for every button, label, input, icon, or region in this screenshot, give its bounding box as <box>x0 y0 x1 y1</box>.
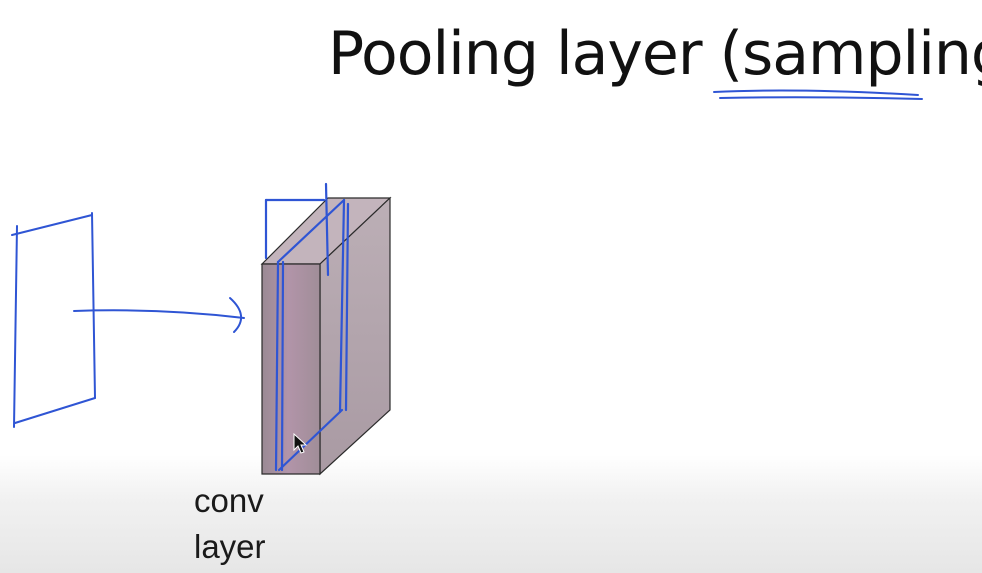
input-map-top-edge <box>11 214 93 236</box>
input-map-right-edge <box>91 212 96 399</box>
block-front-face <box>261 263 321 475</box>
slice-bottom-edge <box>277 408 344 472</box>
input-map-left-edge <box>13 225 18 428</box>
underline-stroke-2 <box>719 96 923 100</box>
slice-right-edge-inner <box>344 202 350 412</box>
underline-stroke-1 <box>713 89 919 96</box>
title-underline <box>713 89 923 100</box>
slice-left-edge-inner <box>280 260 285 472</box>
caption-line-1: conv <box>194 482 264 519</box>
slice-top-edge <box>276 198 346 264</box>
flow-arrow <box>73 297 245 333</box>
input-feature-map <box>11 212 96 428</box>
input-map-bottom-edge <box>14 397 96 424</box>
arrow-head <box>229 297 242 333</box>
slice-right-edge <box>338 198 346 414</box>
slide-title: Pooling layer (sampling) <box>328 19 982 89</box>
conv-layer-caption: conv layer <box>194 478 266 570</box>
block-annotations <box>264 182 350 472</box>
slice-left-edge <box>274 260 280 472</box>
arrow-shaft <box>73 309 245 319</box>
caption-line-2: layer <box>194 528 266 565</box>
annotation-back-vertical-line <box>324 182 330 277</box>
mouse-pointer-icon <box>293 432 308 454</box>
